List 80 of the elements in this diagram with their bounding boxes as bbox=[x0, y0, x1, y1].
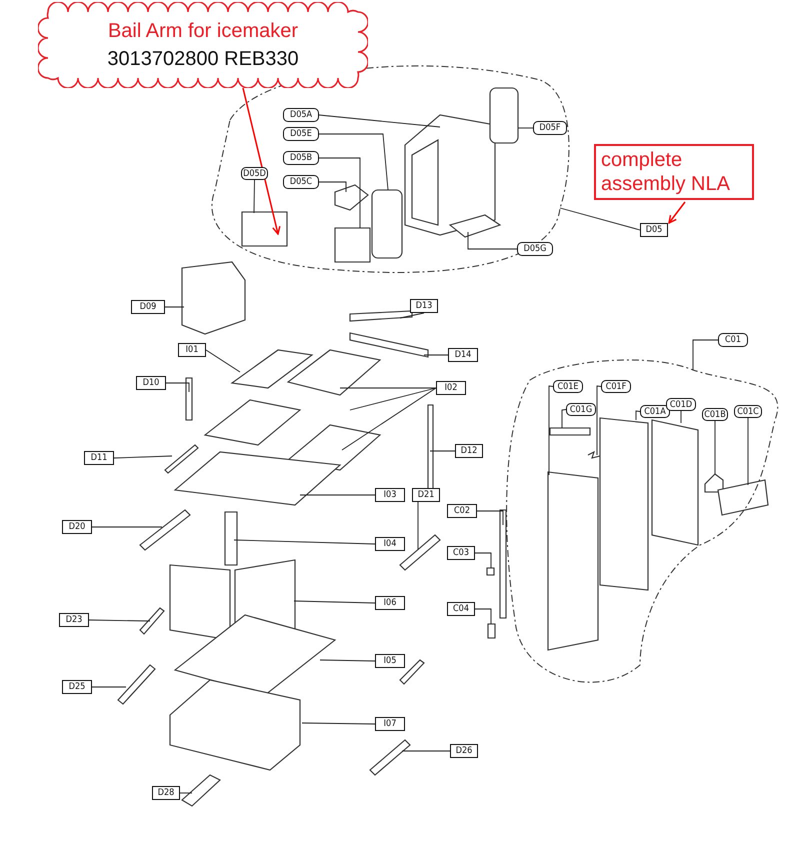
leader-line bbox=[320, 660, 376, 662]
leader-line bbox=[164, 306, 184, 308]
leader-line bbox=[166, 382, 190, 392]
part-callout: D05F bbox=[533, 121, 567, 135]
leader-line bbox=[548, 386, 554, 476]
leader-line bbox=[636, 410, 640, 420]
leader-line bbox=[300, 494, 376, 496]
part-callout: C01A bbox=[640, 405, 670, 418]
leader-line bbox=[318, 182, 346, 192]
leader-line bbox=[180, 792, 192, 794]
leader-line bbox=[596, 386, 602, 456]
part-callout: D25 bbox=[62, 680, 92, 694]
leader-line bbox=[92, 686, 126, 688]
part-callout: I03 bbox=[375, 488, 405, 502]
leader-line bbox=[474, 552, 492, 568]
arrow bbox=[242, 88, 281, 235]
part-callout: C04 bbox=[447, 602, 475, 616]
leader-line bbox=[318, 114, 440, 128]
part-callout: D14 bbox=[448, 348, 478, 362]
part-callout: I07 bbox=[375, 717, 405, 731]
part-callout: C01E bbox=[553, 380, 583, 393]
part-callout: D05B bbox=[283, 151, 319, 165]
part-callout: D28 bbox=[152, 786, 180, 800]
part-callout: C03 bbox=[447, 546, 475, 560]
part-callout: C01 bbox=[718, 333, 748, 347]
part-callout: D26 bbox=[450, 744, 478, 758]
part-callout: D09 bbox=[131, 300, 165, 314]
leader-line bbox=[400, 312, 424, 318]
part-callout: D20 bbox=[62, 520, 92, 534]
part-callout: I06 bbox=[375, 596, 405, 610]
part-callout: D10 bbox=[136, 376, 166, 390]
leader-line bbox=[318, 158, 360, 228]
leader-line bbox=[294, 600, 376, 604]
part-callout: D05A bbox=[283, 108, 319, 122]
leader-line bbox=[468, 232, 518, 250]
part-callout: C01C bbox=[734, 405, 762, 418]
part-callout: I04 bbox=[375, 537, 405, 551]
part-callout: D13 bbox=[410, 299, 438, 313]
part-callout: D21 bbox=[412, 488, 440, 502]
part-callout: I02 bbox=[436, 381, 466, 395]
part-callout: D12 bbox=[455, 444, 483, 458]
leader-line bbox=[474, 608, 492, 624]
leader-line bbox=[302, 722, 376, 724]
leader-line bbox=[254, 180, 255, 214]
note-text: Bail Arm for icemaker bbox=[106, 20, 300, 43]
leader-line bbox=[88, 620, 150, 622]
leader-line bbox=[342, 388, 436, 450]
leader-line bbox=[206, 350, 240, 372]
leader-line bbox=[680, 410, 682, 424]
leader-line bbox=[476, 510, 504, 526]
leader-line bbox=[114, 456, 172, 458]
arrow bbox=[668, 202, 686, 224]
leader-line bbox=[92, 526, 162, 528]
leader-line bbox=[350, 388, 436, 410]
part-callout: C01G bbox=[566, 403, 596, 416]
part-callout: I01 bbox=[178, 343, 206, 357]
part-callout: C02 bbox=[447, 504, 477, 518]
cloud-callout bbox=[38, 2, 368, 88]
note-box: complete assembly NLA bbox=[594, 144, 754, 200]
part-callout: D11 bbox=[84, 451, 114, 465]
part-callout: C01F bbox=[601, 380, 631, 393]
leader-line bbox=[402, 750, 450, 752]
leader-line bbox=[234, 540, 376, 544]
part-callout: C01B bbox=[702, 408, 728, 421]
part-callout: D05G bbox=[517, 242, 553, 256]
leader-line bbox=[692, 340, 718, 370]
part-callout: D23 bbox=[59, 613, 89, 627]
leader-line bbox=[424, 354, 448, 356]
part-callout: I05 bbox=[375, 654, 405, 668]
part-callout: D05E bbox=[283, 127, 319, 141]
part-callout: D05D bbox=[241, 167, 268, 180]
part-callout: D05 bbox=[640, 223, 668, 237]
leader-line bbox=[714, 420, 716, 474]
part-number-text: 3013702800 REB330 bbox=[106, 48, 300, 71]
part-callout: D05C bbox=[283, 175, 319, 189]
leader-line bbox=[318, 134, 388, 190]
part-callout: C01D bbox=[666, 398, 696, 411]
leader-line bbox=[562, 409, 566, 428]
leader-line bbox=[430, 450, 456, 452]
leader-line bbox=[560, 208, 640, 230]
